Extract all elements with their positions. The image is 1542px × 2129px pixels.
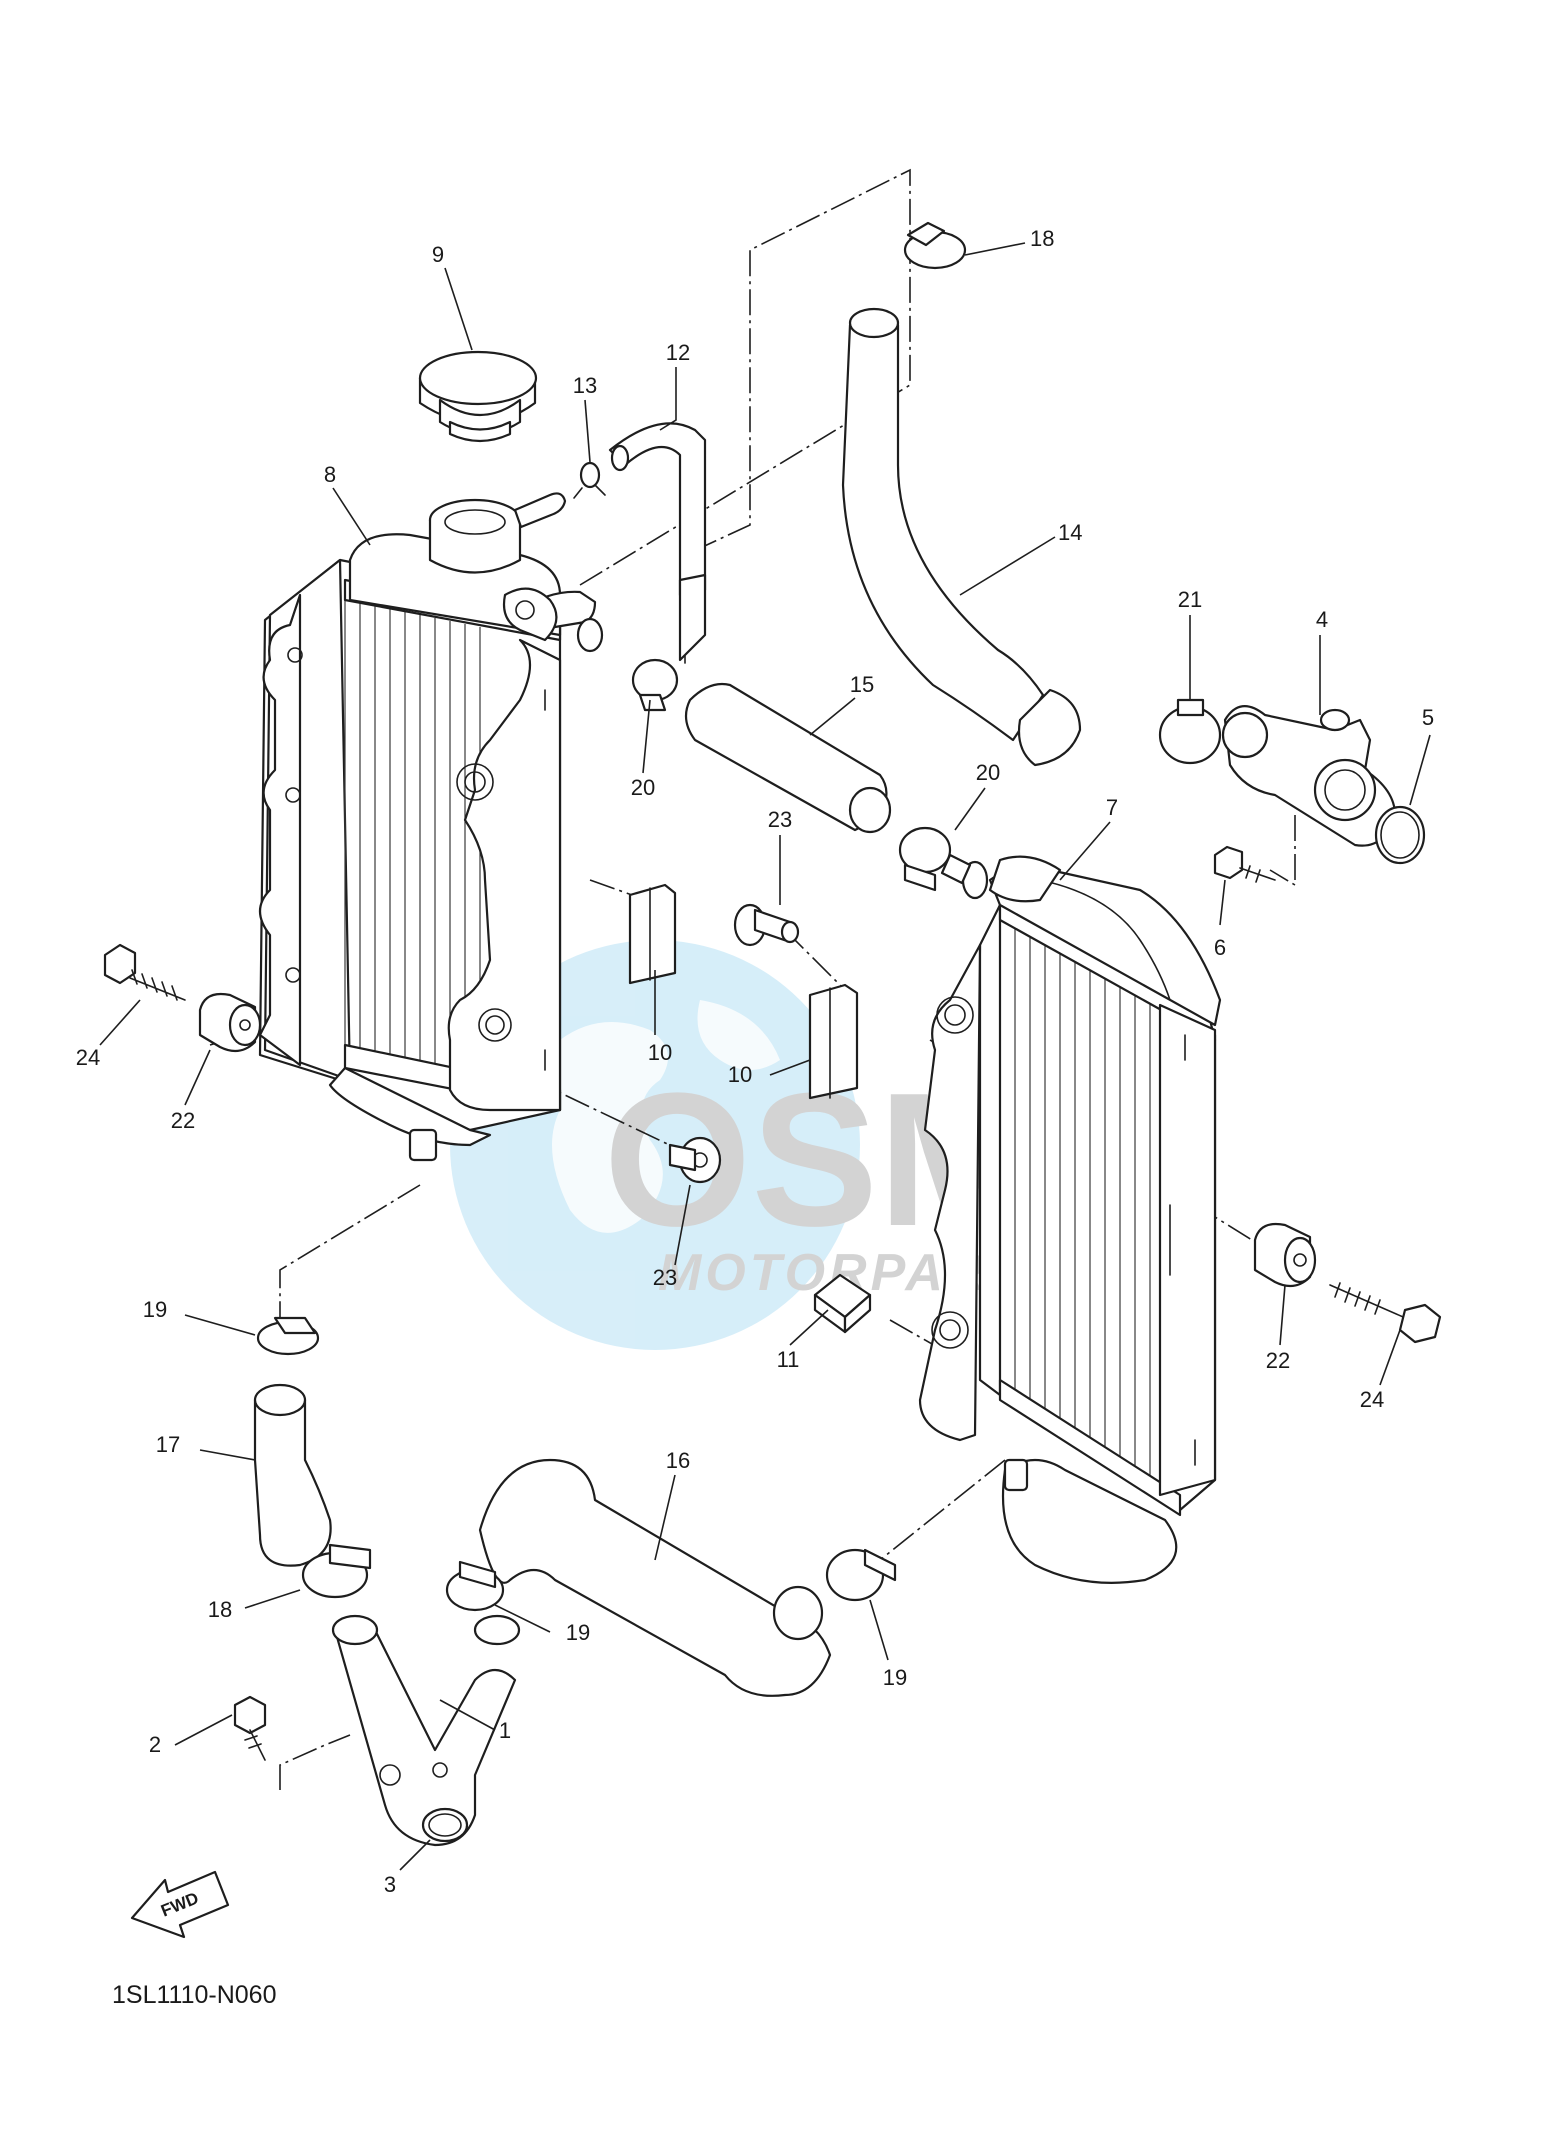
callout-14: 14: [1058, 520, 1082, 545]
callout-20-lower: 20: [976, 760, 1000, 785]
bolt-6: [1213, 845, 1276, 883]
bolt-24-right: [1329, 1282, 1442, 1344]
callout-22-right: 22: [1266, 1348, 1290, 1373]
callout-19-upper-left: 19: [143, 1297, 167, 1322]
right-radiator: [918, 853, 1222, 1584]
callout-2: 2: [149, 1732, 161, 1757]
callout-1: 1: [499, 1718, 511, 1743]
callout-18-lower: 18: [208, 1597, 232, 1622]
clamp-21: [1158, 698, 1222, 765]
elbow-4: [1221, 705, 1397, 847]
callout-11: 11: [777, 1347, 800, 1372]
callout-3: 3: [384, 1872, 396, 1897]
callout-24-right: 24: [1360, 1387, 1384, 1412]
clamp-18-lower: [301, 1543, 372, 1599]
callout-23-upper: 23: [768, 807, 792, 832]
clip-10-upper: [628, 883, 677, 985]
left-radiator: [258, 492, 604, 1162]
callout-10-lower: 10: [728, 1062, 752, 1087]
clamp-19-right: [825, 1548, 897, 1602]
callouts: 9 8 13 12 18 14 21 4 5 15 20 20 23 7 6 2…: [76, 226, 1434, 1897]
damper-22-right: [1253, 1222, 1317, 1288]
callout-7: 7: [1106, 795, 1118, 820]
callout-17: 17: [156, 1432, 180, 1457]
damper-22-left: [198, 992, 262, 1053]
fwd-arrow-icon: FWD: [130, 1870, 230, 1939]
spacer-11: [813, 1273, 872, 1334]
clip-10-lower: [808, 983, 859, 1100]
hose-15: [684, 682, 892, 834]
callout-24-left: 24: [76, 1045, 100, 1070]
callout-5: 5: [1422, 705, 1434, 730]
callout-19-right: 19: [883, 1665, 907, 1690]
bolt-2: [233, 1695, 267, 1761]
callout-21: 21: [1178, 587, 1202, 612]
callout-19-middle: 19: [566, 1620, 590, 1645]
clip-13: [573, 461, 606, 499]
hose-17: [253, 1383, 332, 1567]
water-pipe-1: [331, 1614, 521, 1847]
hose-12: [608, 422, 707, 662]
leader-lines: [99, 242, 1431, 1871]
callout-6: 6: [1214, 935, 1226, 960]
callout-16: 16: [666, 1448, 690, 1473]
clamp-20-lower: [898, 826, 952, 892]
hose-16: [478, 1458, 832, 1697]
callout-15: 15: [850, 672, 874, 697]
clamp-19-middle: [445, 1560, 505, 1612]
callout-23-lower: 23: [653, 1265, 677, 1290]
callout-13: 13: [573, 373, 597, 398]
callout-12: 12: [666, 340, 690, 365]
radiator-cap: [418, 350, 538, 443]
callout-8: 8: [324, 462, 336, 487]
clamp-18-top: [903, 221, 967, 270]
clamp-20-upper: [631, 658, 679, 712]
bolt-24-left: [103, 943, 186, 1001]
o-ring-5-inner: [1380, 811, 1420, 859]
callout-10-upper: 10: [648, 1040, 672, 1065]
diagram-code: 1SL1110-N060: [112, 1981, 276, 2009]
o-ring-5: [1374, 805, 1426, 865]
clamp-19-upper-left: [256, 1316, 320, 1356]
collar-23-upper: [733, 903, 800, 947]
callout-22-left: 22: [171, 1108, 195, 1133]
callout-9: 9: [432, 242, 444, 267]
callout-20-upper: 20: [631, 775, 655, 800]
collar-23-lower: [668, 1136, 722, 1184]
hose-14: [841, 307, 1082, 767]
callout-4: 4: [1316, 607, 1328, 632]
callout-18-top: 18: [1030, 226, 1054, 251]
o-ring-3-inner: [428, 1813, 462, 1837]
